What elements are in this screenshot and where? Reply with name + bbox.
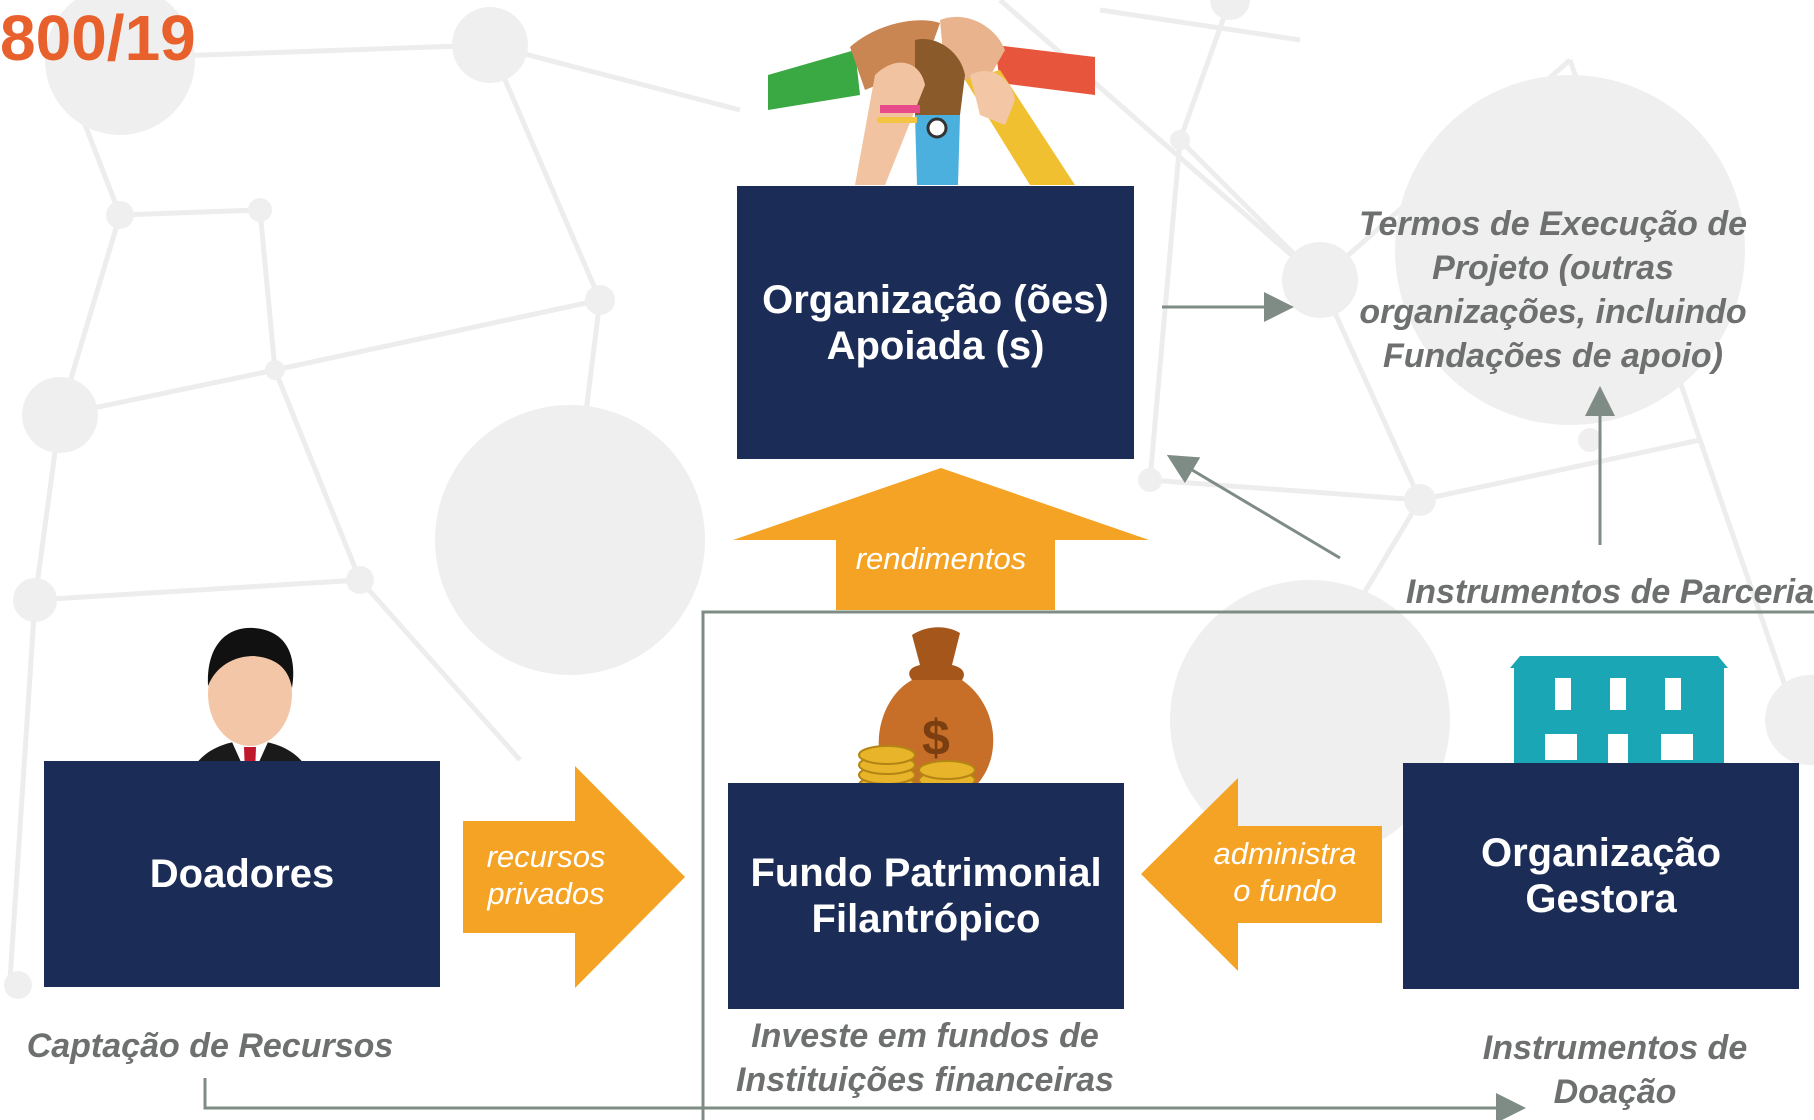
recursos-privados-arrow: [463, 766, 685, 988]
doacao-line1: Instrumentos de: [1482, 1029, 1748, 1067]
rendimentos-label: rendimentos: [855, 541, 1027, 576]
node-doadores: Doadores: [44, 761, 440, 987]
termos-execucao-label: Termos de Execução de Projeto (outras or…: [1298, 202, 1808, 378]
recursos-line2: privados: [487, 876, 605, 911]
page-code-title: 800/19: [0, 2, 196, 74]
node-fundo-patrimonial: Fundo Patrimonial Filantrópico: [728, 783, 1124, 1009]
administra-line2: o fundo: [1233, 873, 1337, 908]
rendimentos-arrow: [733, 468, 1149, 610]
arrow-parceria-to-apoiada: [1166, 454, 1341, 560]
node-organizacao-gestora: Organização Gestora: [1403, 763, 1799, 989]
gestora-line2: Gestora: [1525, 877, 1677, 921]
recursos-line1: recursos: [486, 839, 606, 874]
svg-text:$: $: [922, 710, 950, 766]
fundo-line2: Filantrópico: [811, 897, 1041, 941]
apoiada-line1: Organização (ões): [762, 277, 1109, 322]
gestora-line1: Organização: [1480, 831, 1722, 875]
administra-fundo-label: administra o fundo: [1200, 835, 1370, 909]
termos-line2: Projeto (outras: [1432, 249, 1674, 287]
arrow-captacao-to-doacao: [203, 1078, 1526, 1120]
frame-line: [701, 610, 1814, 1120]
apoiada-line2: Apoiada (s): [826, 323, 1045, 368]
captacao-recursos-label: Captação de Recursos: [26, 1027, 394, 1065]
investe-line1: Investe em fundos de: [751, 1017, 1099, 1055]
investe-line2: Instituições financeiras: [736, 1061, 1114, 1099]
doadores-label: Doadores: [149, 852, 335, 896]
investe-fundos-label: Investe em fundos de Instituições financ…: [700, 1014, 1150, 1102]
instrumentos-doacao-label: Instrumentos de Doação: [1440, 1026, 1790, 1114]
recursos-privados-label: recursos privados: [468, 838, 624, 912]
termos-line4: Fundações de apoio): [1382, 337, 1724, 375]
fundo-line1: Fundo Patrimonial: [750, 851, 1102, 895]
instrumentos-parceria-label: Instrumentos de Parceria: [1405, 573, 1814, 611]
administra-line1: administra: [1213, 836, 1357, 871]
hands-together-icon: [768, 16, 1095, 185]
termos-line3: organizações, incluindo: [1359, 293, 1747, 331]
node-organizacao-apoiada: Organização (ões) Apoiada (s): [737, 186, 1134, 459]
termos-line1: Termos de Execução de: [1358, 205, 1747, 243]
doacao-line2: Doação: [1553, 1073, 1677, 1111]
administra-fundo-arrow: [1141, 778, 1382, 971]
